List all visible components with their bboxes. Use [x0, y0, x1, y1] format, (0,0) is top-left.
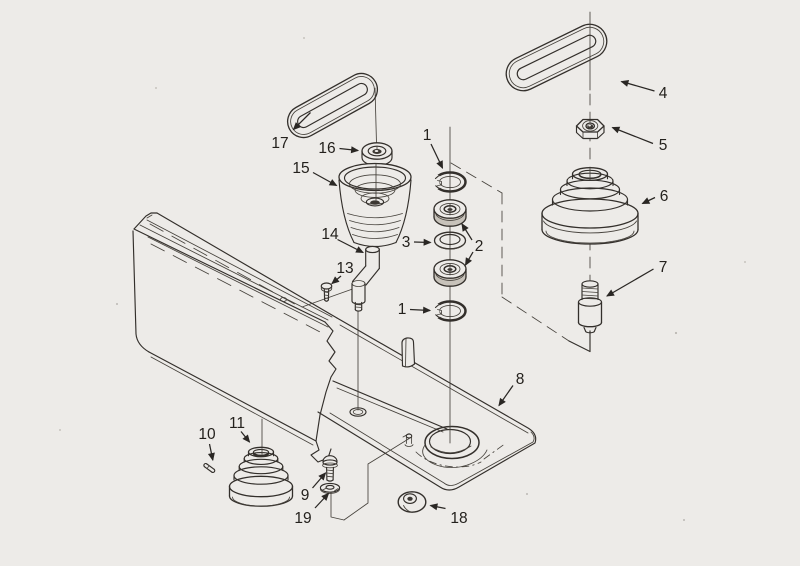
callout-16: 16	[318, 140, 335, 157]
part-2-bearing-upper	[433, 199, 467, 227]
arrow-19	[314, 492, 330, 509]
scan-speckles	[59, 37, 746, 521]
part-1-snap-ring-bottom	[430, 300, 467, 322]
plate-pin	[404, 433, 414, 447]
part-9-screw	[322, 455, 338, 482]
arrow-15	[312, 171, 338, 187]
part-13-screw	[320, 282, 333, 302]
arrow-9	[312, 472, 327, 489]
part-3-washer	[433, 231, 467, 250]
callout-14: 14	[321, 226, 339, 243]
callout-3: 3	[402, 234, 411, 251]
part-11-rubber-boot	[228, 446, 294, 507]
arrow-4	[620, 80, 655, 92]
part-2-bearing-lower	[433, 259, 467, 287]
arrow-6	[641, 196, 656, 205]
arrow-14	[337, 238, 364, 254]
part-15-boot-cone	[338, 162, 412, 250]
callout-2: 2	[475, 238, 484, 255]
part-19-washer	[319, 482, 341, 494]
arrow-2-upper	[461, 223, 473, 241]
part-18-grommet-washer	[397, 491, 427, 513]
arrow-1-bottom	[409, 306, 432, 314]
callout-1-bottom: 1	[398, 301, 407, 318]
arrow-13	[331, 275, 342, 285]
part-5-nut	[575, 118, 605, 140]
part-4-seal-ring	[505, 23, 608, 92]
callout-labels: 1 2 3 1 4 5 6 7 8 9 10 11 13 14 15 16 17…	[198, 85, 668, 527]
callout-13: 13	[336, 260, 353, 277]
part-17-seal-ring	[286, 72, 379, 139]
arrow-18	[429, 503, 446, 511]
callout-11: 11	[229, 415, 245, 432]
callout-10: 10	[198, 426, 216, 443]
callout-4: 4	[659, 85, 668, 102]
callout-5: 5	[659, 137, 668, 154]
callout-arrows	[207, 80, 656, 511]
callout-7: 7	[659, 259, 668, 276]
arrow-7	[606, 268, 654, 297]
arrow-16	[339, 146, 360, 154]
part-16-bushing	[361, 142, 393, 167]
callout-1-top: 1	[423, 127, 432, 144]
callout-18: 18	[450, 510, 467, 527]
arrow-5	[611, 126, 654, 145]
callout-17: 17	[271, 135, 288, 152]
plate-peg-tab	[401, 337, 416, 368]
arrow-17	[292, 112, 311, 131]
part-14-crank-lever	[351, 245, 380, 312]
arrow-11	[240, 431, 251, 443]
arrow-1-top	[430, 143, 444, 170]
part-7-stud	[577, 280, 603, 334]
part-10-pin	[203, 462, 216, 474]
callout-19: 19	[294, 510, 311, 527]
callout-9: 9	[301, 487, 310, 504]
arrow-2-lower	[464, 251, 474, 266]
part-1-snap-ring-top	[430, 171, 467, 193]
callout-15: 15	[292, 160, 309, 177]
callout-6: 6	[660, 188, 669, 205]
callout-8: 8	[516, 371, 525, 388]
arrow-3	[413, 238, 432, 246]
part-8-rail-and-base-plate	[132, 212, 537, 491]
arrow-8	[498, 385, 514, 407]
part-6-rubber-boot	[541, 167, 639, 245]
arrow-10	[207, 443, 215, 462]
